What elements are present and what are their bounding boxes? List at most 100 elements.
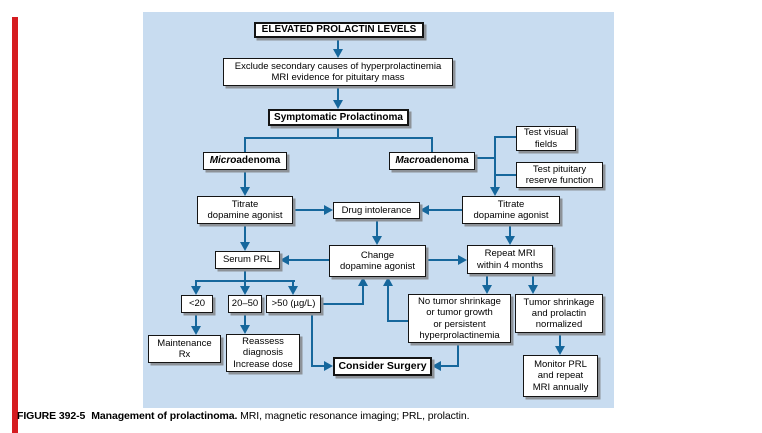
connector <box>387 286 389 322</box>
connector <box>311 313 313 367</box>
connector <box>494 174 516 176</box>
node-label: Titrate dopamine agonist <box>473 198 549 221</box>
node-prl-lt20: <20 <box>181 295 213 313</box>
connector <box>494 136 496 188</box>
connector <box>195 313 197 326</box>
connector <box>244 313 246 325</box>
arrowhead-down <box>333 100 343 109</box>
connector <box>337 86 339 100</box>
arrowhead-down <box>372 236 382 245</box>
arrowhead-down <box>482 285 492 294</box>
node-label: Titrate dopamine agonist <box>207 198 283 221</box>
node-label: Change dopamine agonist <box>340 249 415 272</box>
node-prl-20-50: 20–50 <box>228 295 262 313</box>
connector <box>244 224 246 243</box>
connector <box>244 137 433 139</box>
arrowhead-left <box>432 361 441 371</box>
arrowhead-down <box>490 187 500 196</box>
arrowhead-down <box>240 325 250 334</box>
connector <box>337 37 339 50</box>
connector <box>429 209 462 211</box>
arrowhead-right <box>324 205 333 215</box>
arrowhead-left <box>420 205 429 215</box>
connector <box>321 303 364 305</box>
connector <box>362 286 364 305</box>
figure-caption-title: Management of prolactinoma. <box>91 410 238 422</box>
connector <box>292 280 294 287</box>
node-no-tumor-shrinkage: No tumor shrinkage or tumor growth or pe… <box>408 294 511 343</box>
node-label: Exclude secondary causes of hyperprolact… <box>234 60 442 83</box>
node-prl-gt50: >50 (µg/L) <box>266 295 321 313</box>
arrowhead-up <box>383 277 393 286</box>
node-consider-surgery: Consider Surgery <box>333 357 432 376</box>
node-label: Test pituitary reserve function <box>525 163 594 186</box>
connector <box>376 219 378 236</box>
node-repeat-mri: Repeat MRI within 4 months <box>467 245 553 274</box>
connector <box>389 320 408 322</box>
arrowhead-down <box>505 236 515 245</box>
connector <box>293 209 324 211</box>
node-symptomatic-prolactinoma: Symptomatic Prolactinoma <box>268 109 409 126</box>
node-label: <20 <box>188 298 206 310</box>
connector <box>244 280 246 287</box>
node-change-dopamine-agonist: Change dopamine agonist <box>329 245 426 277</box>
node-label: Monitor PRL and repeat MRI annually <box>532 359 589 393</box>
node-exclude-secondary-causes: Exclude secondary causes of hyperprolact… <box>223 58 453 86</box>
node-label: Test visual fields <box>523 127 569 150</box>
connector <box>486 274 488 285</box>
node-label: Reassess diagnosis Increase dose <box>233 336 293 370</box>
arrowhead-down <box>288 286 298 295</box>
connector <box>559 333 561 346</box>
arrowhead-down <box>528 285 538 294</box>
arrowhead-right <box>458 255 467 265</box>
arrowhead-up <box>358 277 368 286</box>
figure-caption-text: MRI, magnetic resonance imaging; PRL, pr… <box>240 410 470 422</box>
arrowhead-right <box>324 361 333 371</box>
node-label-italic: Macro <box>395 155 425 167</box>
node-label: Tumor shrinkage and prolactin normalized <box>523 296 595 331</box>
node-reassess-diagnosis: Reassess diagnosis Increase dose <box>226 334 300 372</box>
node-titrate-dopamine-agonist-left: Titrate dopamine agonist <box>197 196 293 224</box>
node-label: Maintenance Rx <box>157 337 212 360</box>
arrowhead-down <box>240 187 250 196</box>
node-label: adenoma <box>236 155 281 167</box>
connector <box>457 343 459 367</box>
node-test-visual-fields: Test visual fields <box>516 126 576 151</box>
connector <box>426 259 458 261</box>
node-serum-prl: Serum PRL <box>215 251 280 269</box>
node-label: >50 (µg/L) <box>271 298 316 310</box>
node-drug-intolerance: Drug intolerance <box>333 202 420 219</box>
connector <box>509 224 511 236</box>
connector <box>475 157 496 159</box>
connector <box>311 365 324 367</box>
arrowhead-down <box>240 242 250 251</box>
node-test-pituitary-reserve: Test pituitary reserve function <box>516 162 603 188</box>
node-label: Drug intolerance <box>341 204 412 216</box>
arrowhead-down <box>191 286 201 295</box>
connector <box>244 170 246 188</box>
arrowhead-down <box>333 49 343 58</box>
connector <box>244 137 246 152</box>
figure-caption-label: FIGURE 392-5 <box>17 410 86 422</box>
node-label: Symptomatic Prolactinoma <box>274 111 403 123</box>
arrowhead-down <box>240 286 250 295</box>
connector <box>289 259 329 261</box>
connector <box>431 137 433 152</box>
node-monitor-prl: Monitor PRL and repeat MRI annually <box>523 355 598 397</box>
node-tumor-shrinkage: Tumor shrinkage and prolactin normalized <box>515 294 603 333</box>
arrowhead-down <box>555 346 565 355</box>
node-label-italic: Micro <box>209 155 237 167</box>
node-maintenance-rx: Maintenance Rx <box>148 335 221 363</box>
arrowhead-down <box>191 326 201 335</box>
connector <box>494 136 516 138</box>
node-elevated-prolactin-levels: ELEVATED PROLACTIN LEVELS <box>254 22 424 38</box>
connector <box>441 365 459 367</box>
red-margin-bar <box>12 17 18 433</box>
connector <box>244 269 246 281</box>
node-label: 20–50 <box>231 298 259 310</box>
arrowhead-left <box>280 255 289 265</box>
